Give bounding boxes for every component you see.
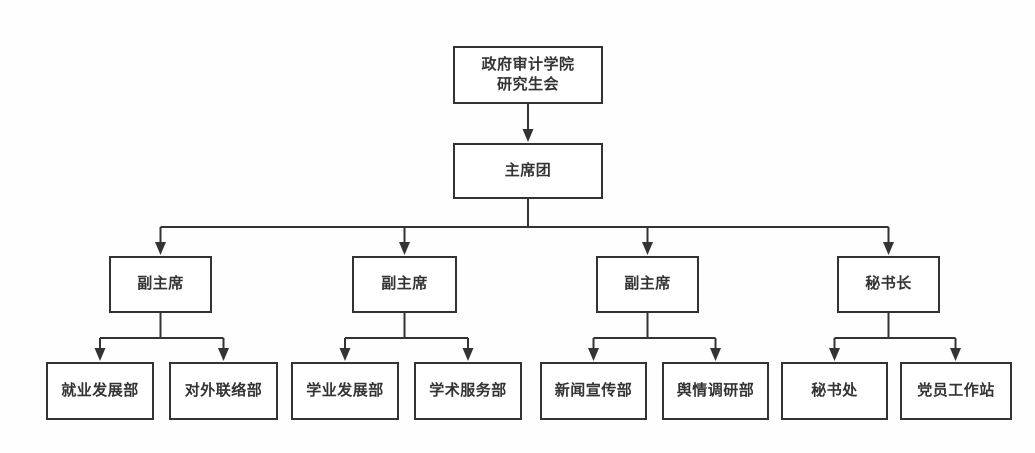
org-node-dept-external-liaison: 对外联络部 bbox=[169, 362, 278, 420]
org-node-root: 政府审计学院 研究生会 bbox=[453, 46, 603, 104]
org-node-dept-employment-development: 就业发展部 bbox=[46, 362, 154, 420]
org-node-vice-chair-2: 副主席 bbox=[352, 256, 457, 313]
org-node-vice-chair-3: 副主席 bbox=[596, 256, 699, 313]
org-node-secretary-general: 秘书长 bbox=[837, 256, 940, 313]
org-node-secretariat: 秘书处 bbox=[781, 362, 888, 420]
org-node-party-member-workstation: 党员工作站 bbox=[900, 362, 1012, 420]
org-node-dept-academic-services: 学术服务部 bbox=[414, 362, 522, 420]
org-node-dept-academic-development: 学业发展部 bbox=[291, 362, 399, 420]
org-node-dept-public-opinion-research: 舆情调研部 bbox=[662, 362, 769, 420]
arrowheads bbox=[94, 129, 961, 361]
org-node-presidium: 主席团 bbox=[453, 143, 603, 199]
org-node-vice-chair-1: 副主席 bbox=[109, 256, 212, 313]
org-node-dept-news-publicity: 新闻宣传部 bbox=[540, 362, 647, 420]
